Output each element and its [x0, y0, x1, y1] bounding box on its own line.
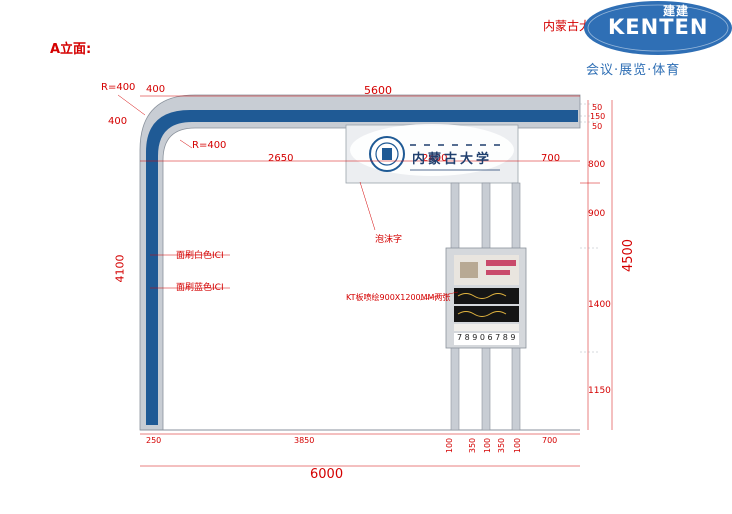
dim-400-top: 400	[146, 84, 166, 95]
brand-en-name: KENTEN	[608, 15, 709, 39]
dim-2650: 2650	[268, 153, 294, 164]
annotation-foam-letters: 泡沫字	[375, 235, 403, 245]
dim-1150: 1150	[588, 386, 611, 396]
dim-6000: 6000	[310, 467, 344, 482]
dim-350-b: 350	[497, 437, 507, 454]
annotation-blue-paint: 面刷蓝色ICI	[176, 283, 224, 293]
dim-3850: 3850	[294, 436, 315, 445]
dim-4100: 4100	[113, 254, 127, 283]
dim-radius-top: R=400	[101, 82, 136, 93]
dim-900: 900	[588, 209, 606, 219]
dim-700-upper: 700	[541, 153, 561, 164]
sign-university-name: 内蒙古大学	[412, 152, 493, 167]
dim-100-b: 100	[483, 437, 493, 454]
dim-5600: 5600	[364, 84, 392, 97]
dim-50-b: 50	[592, 122, 603, 131]
dim-400-left: 400	[108, 116, 128, 127]
dim-700-bottom: 700	[542, 436, 558, 445]
kenten-logo-icon	[584, 1, 732, 55]
elevation-title: A立面:	[50, 42, 92, 57]
dim-250: 250	[146, 436, 162, 445]
dim-1400: 1400	[588, 300, 611, 310]
brand-cn-name: 建建	[663, 4, 690, 18]
dim-100-c: 100	[513, 437, 523, 454]
dim-50-a: 50	[592, 103, 603, 112]
dim-350-a: 350	[468, 437, 478, 454]
dim-150: 150	[590, 112, 606, 121]
dim-800: 800	[588, 160, 606, 170]
brand-tagline: 会议·展览·体育	[586, 63, 681, 78]
dim-100-a: 100	[445, 437, 455, 454]
board-footer-digits: 7 8 9 0 6 7 8 9	[457, 333, 516, 342]
dim-4500: 4500	[621, 238, 637, 273]
dim-2400: 2400	[422, 153, 448, 164]
annotation-white-paint: 面刷白色ICI	[176, 251, 224, 261]
dim-radius-inner: R=400	[192, 140, 227, 151]
annotation-kt-board: KT板喷绘900X1200MM两张	[346, 293, 451, 302]
